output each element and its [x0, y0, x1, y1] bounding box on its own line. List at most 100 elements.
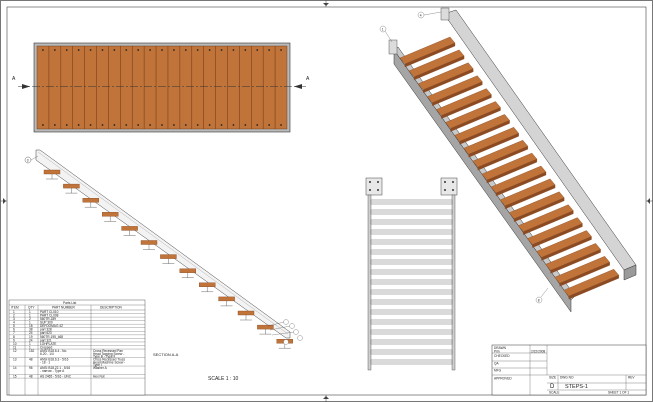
- side-tread: [43, 169, 61, 175]
- title-block: DRAWN Prln 2/22/2008 CHECKED QA MFG APPR…: [491, 344, 647, 396]
- iso-tread-nosing: [459, 120, 510, 145]
- side-tread: [121, 226, 138, 231]
- parts-row-item: 15: [13, 374, 17, 378]
- parts-row-part: LOHPLATE: [40, 342, 56, 346]
- iso-tread-nosing: [413, 55, 465, 81]
- iso-tread-nosing: [441, 94, 492, 119]
- tb-date: 2/22/2008: [531, 349, 545, 353]
- parts-row-item: 2: [13, 313, 15, 317]
- parts-row-qty: 18: [29, 324, 33, 328]
- top-bolt: [101, 49, 104, 51]
- iso-tread-nosing: [432, 81, 483, 106]
- top-bolt: [65, 49, 68, 51]
- tb-drawn-by: Prln: [494, 349, 500, 353]
- iso-tread-nosing: [423, 68, 474, 94]
- top-bolt: [220, 49, 223, 51]
- parts-row-part: 560TR-189: [40, 317, 56, 321]
- iso-tread-nosing: [486, 158, 538, 184]
- isometric-view: 4 1 8: [379, 7, 637, 313]
- top-bolt: [280, 124, 282, 126]
- iso-tread-nosing: [541, 236, 592, 261]
- top-bolt: [232, 49, 235, 51]
- parts-header-item: ITEM: [11, 306, 19, 310]
- parts-row-qty: 1: [29, 321, 31, 325]
- parts-row-item: 8: [13, 335, 15, 339]
- parts-row-part: part 623: [40, 331, 52, 335]
- parts-row-qty: 48: [29, 357, 33, 361]
- top-bolt: [173, 124, 175, 126]
- parts-row-part: PART CL010: [40, 310, 59, 314]
- front-view: [365, 177, 458, 371]
- tb-scale-label: SCALE: [549, 391, 559, 395]
- parts-row-item: 13: [13, 357, 17, 361]
- parts-row-part: part 321: [40, 338, 52, 342]
- tb-checked-label: CHECKED: [494, 354, 510, 358]
- parts-row-part: SUP 300: [40, 321, 53, 325]
- iso-tread-nosing: [568, 274, 619, 300]
- top-bolt: [101, 124, 104, 126]
- section-marker-left: A: [12, 76, 16, 82]
- section-marker-right: A: [306, 76, 310, 82]
- top-bolt: [208, 49, 211, 51]
- parts-row-item: 4: [13, 321, 15, 325]
- tb-mfg-label: MFG: [494, 369, 502, 373]
- iso-balloon-left-label: 1: [382, 27, 384, 31]
- top-bolt: [65, 124, 68, 126]
- top-bolt: [149, 49, 151, 51]
- side-tread: [198, 282, 216, 287]
- tb-approved-label: APPROVED: [494, 376, 512, 380]
- side-tread: [140, 240, 158, 245]
- parts-row-item: 9: [13, 338, 15, 342]
- top-bolt: [220, 124, 223, 126]
- top-bolt: [232, 124, 235, 126]
- parts-row-part: 560TR-195_468: [40, 335, 63, 339]
- top-bolt: [173, 49, 175, 51]
- side-tread: [218, 296, 235, 302]
- top-bolt: [53, 49, 56, 51]
- top-bolt: [89, 49, 92, 51]
- parts-row-part: ANSI B18.6.4 - No.6-20 - 1/4: [40, 349, 67, 356]
- parts-header-qty: QTY: [28, 306, 35, 310]
- tb-dwg-label: DWG NO: [560, 375, 574, 379]
- tb-sheet: SHEET 1 OF 1: [608, 391, 629, 395]
- iso-tread-nosing: [450, 107, 501, 132]
- top-bolt: [113, 49, 116, 51]
- parts-row-part: Cropped: [40, 345, 52, 349]
- parts-list-title: Parts List: [63, 301, 76, 305]
- iso-tread-nosing: [550, 249, 601, 274]
- side-balloon-label: 3: [27, 158, 29, 162]
- parts-row-qty: 38: [29, 328, 33, 332]
- top-bolt: [184, 124, 187, 126]
- parts-row-item: 11: [13, 345, 17, 349]
- top-bolt: [125, 124, 128, 126]
- parts-row-part: ANSI B18.6.3 - 5/16- 18 - 1: [40, 357, 69, 364]
- side-tread: [101, 212, 119, 217]
- iso-tread-nosing: [559, 262, 610, 287]
- top-bolt: [196, 49, 199, 51]
- top-bolt: [256, 124, 259, 126]
- parts-row-qty: 2: [29, 317, 31, 321]
- tb-drawn-label: DRAWN: [494, 346, 507, 350]
- side-tread: [237, 310, 255, 316]
- parts-row-part: AS 2465 - 5/16 - UNC: [40, 374, 72, 378]
- iso-tread-nosing: [404, 42, 456, 68]
- tb-size-label: SIZE: [549, 375, 556, 379]
- top-bolt: [280, 49, 282, 51]
- iso-tread-nosing: [514, 197, 565, 223]
- top-bolt: [268, 49, 271, 51]
- scale-label: SCALE 1 : 10: [208, 376, 239, 382]
- tb-qa-label: QA: [494, 362, 499, 366]
- top-bolt: [161, 49, 163, 51]
- top-bolt: [244, 124, 247, 126]
- section-title: SECTION A-A: [153, 352, 179, 357]
- top-bolt: [161, 124, 163, 126]
- top-bolt: [42, 124, 44, 126]
- section-view: 3 SECTION A-A: [24, 149, 303, 357]
- iso-balloon-left: [379, 25, 387, 33]
- parts-row-item: 6: [13, 328, 15, 332]
- parts-row-part: DEFDOMAG 42: [40, 324, 63, 328]
- parts-row-item: 7: [13, 331, 15, 335]
- tb-size: D: [550, 384, 555, 390]
